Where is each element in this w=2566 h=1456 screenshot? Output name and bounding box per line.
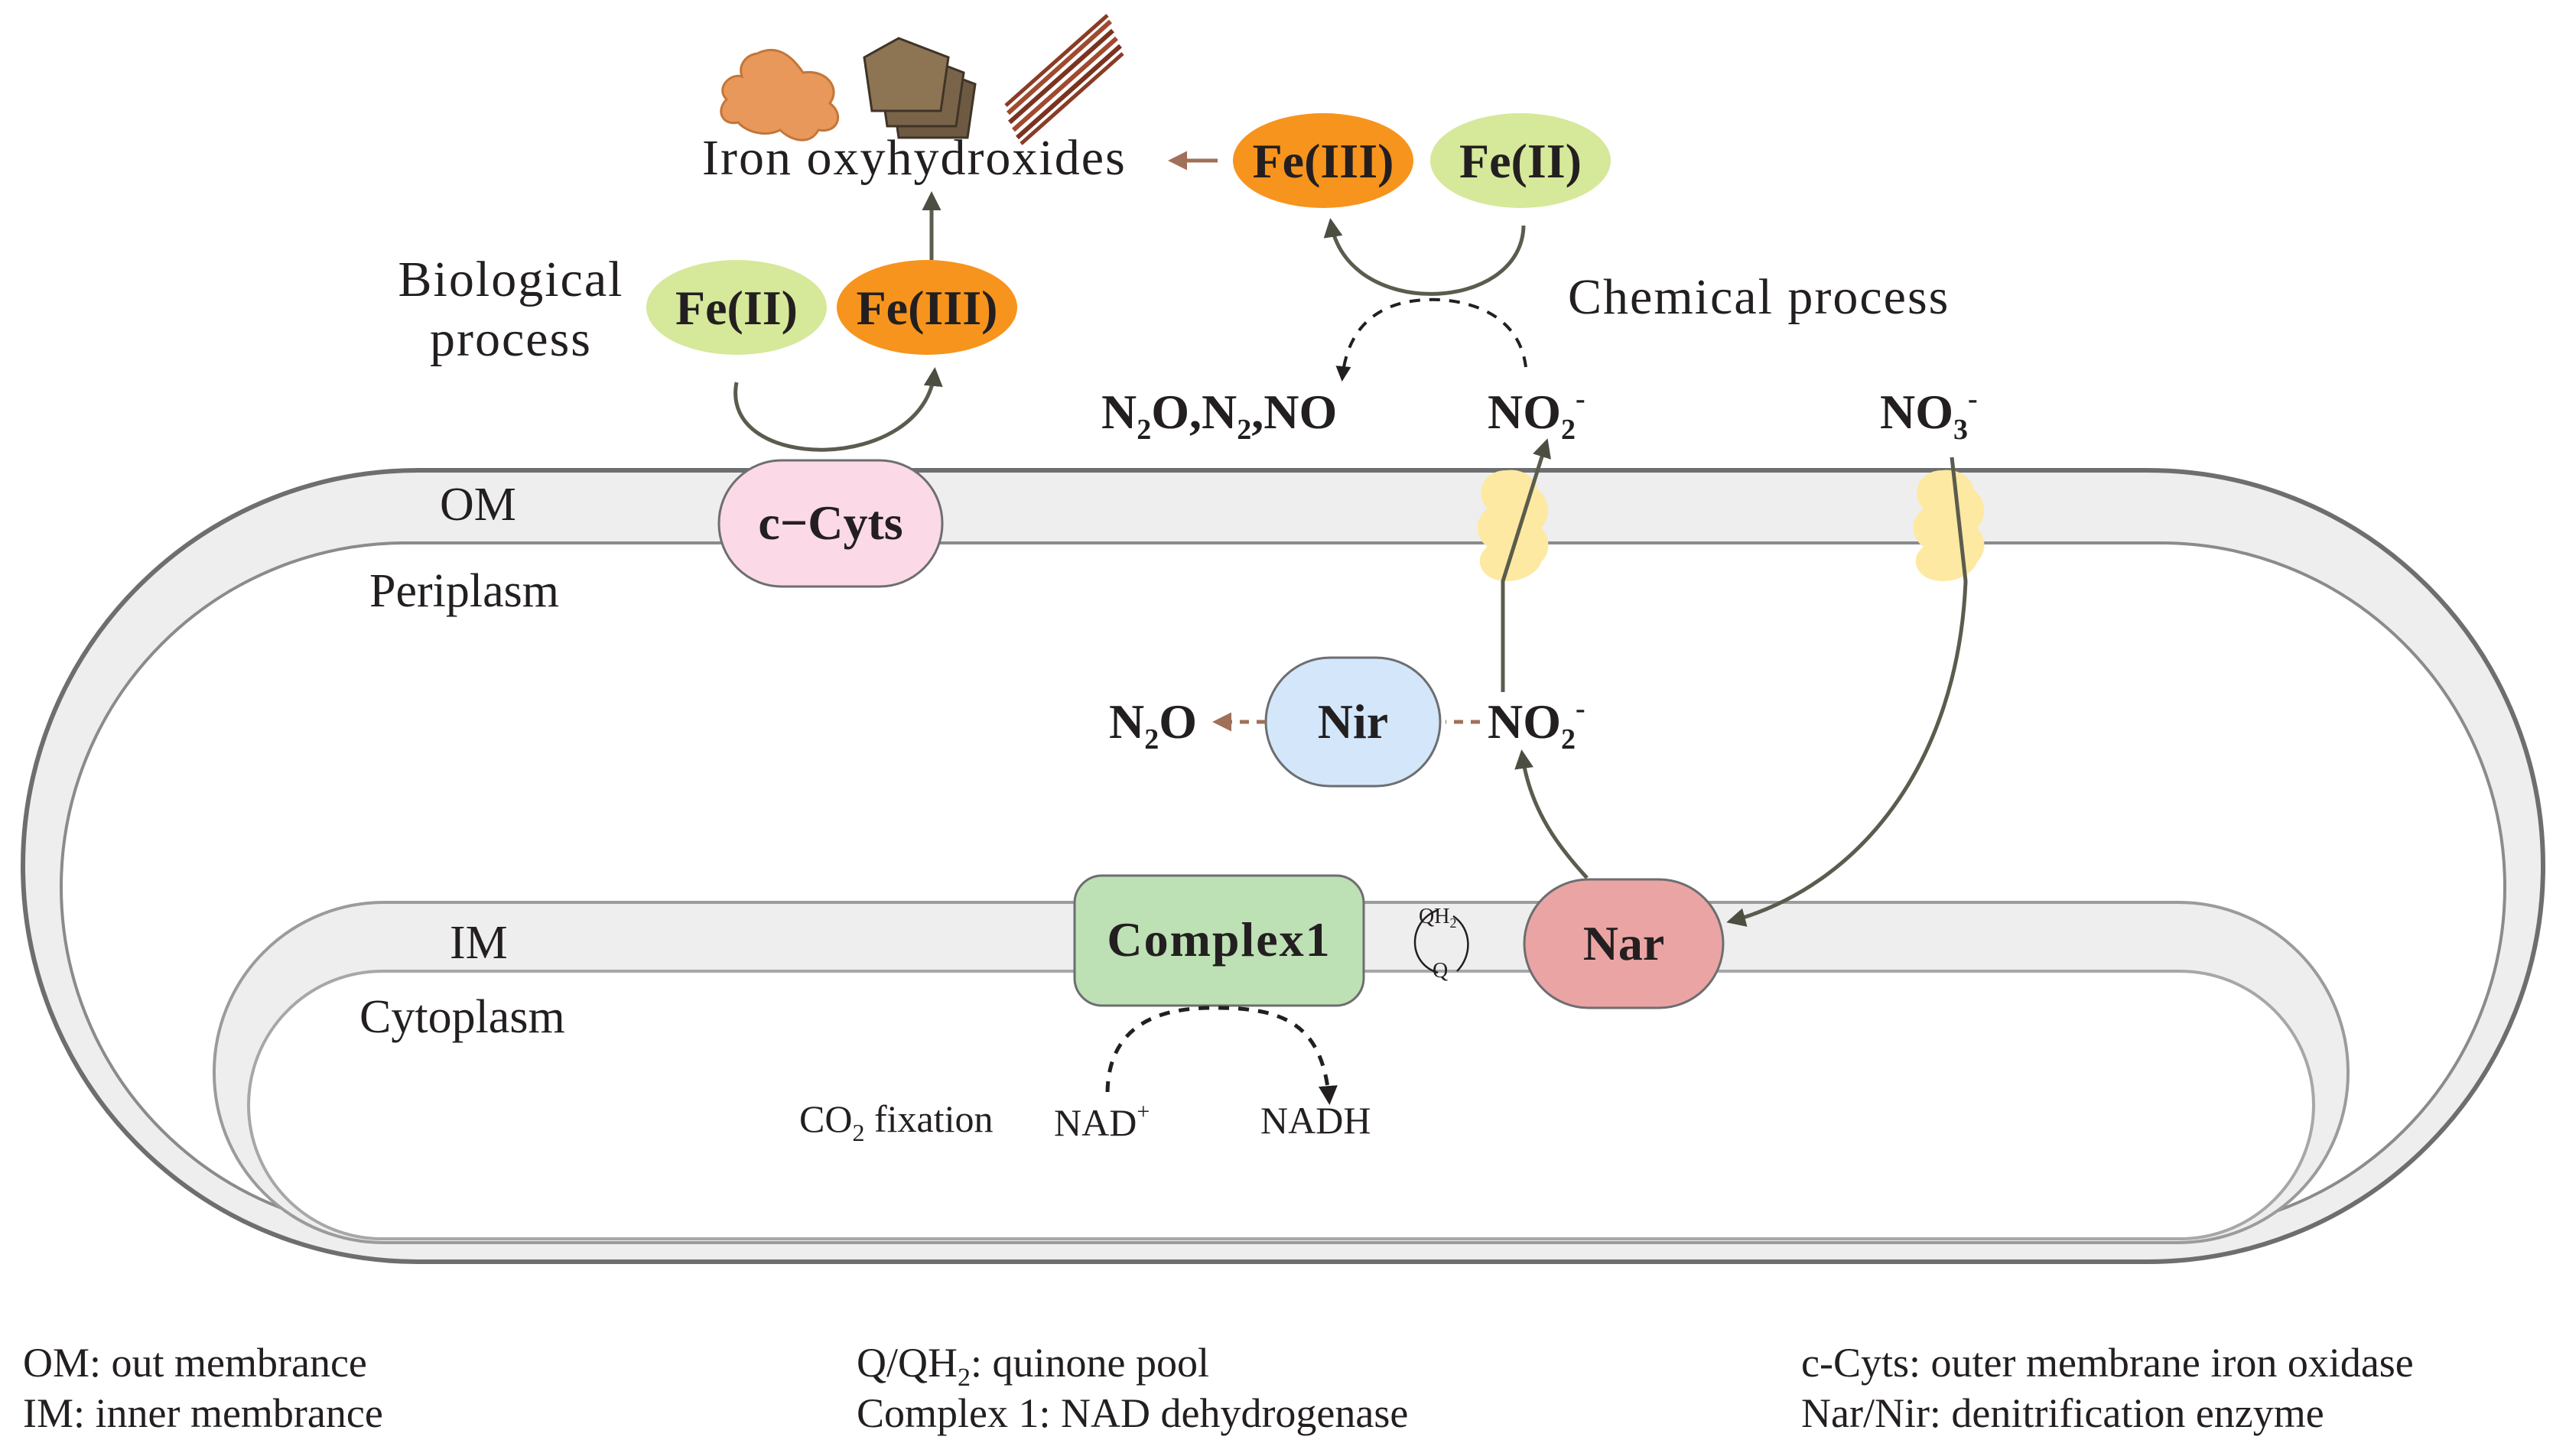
co2-fixation-label: CO2 fixation <box>799 1097 994 1146</box>
c-cyts-enzyme: c−Cyts <box>717 459 944 588</box>
legend-om: OM: out membrance <box>23 1340 367 1386</box>
nad-to-nadh-dashed-arrow <box>1105 1006 1338 1105</box>
bio-fe2-label: Fe(II) <box>675 281 798 335</box>
legend-im: IM: inner membrance <box>23 1390 383 1436</box>
no2-outside-label: NO2- <box>1488 383 1585 446</box>
iron-oxyhydroxides-label: Iron oxyhydroxides <box>702 130 1127 186</box>
om-label: OM <box>440 479 516 531</box>
gas-products-label: N2O,N2,NO <box>1101 385 1337 446</box>
no2-export-arrow <box>1501 438 1551 692</box>
mineral-pentagon-stack-icon <box>863 37 977 139</box>
bio-fe3-label: Fe(III) <box>857 281 998 335</box>
q-label: Q <box>1433 959 1448 983</box>
no3-transporter <box>1913 470 1985 581</box>
quinone-cycle-icon: QH2 Q <box>1413 905 1469 983</box>
mineral-needles-icon <box>1004 14 1124 145</box>
chem-fe2-label: Fe(II) <box>1459 134 1582 188</box>
legend-nar-nir: Nar/Nir: denitrification enzyme <box>1801 1390 2324 1436</box>
no3-outside-label: NO3- <box>1880 383 1978 446</box>
chemical-process-label: Chemical process <box>1568 269 1950 325</box>
legend-c-cyts: c-Cyts: outer membrane iron oxidase <box>1801 1340 2414 1386</box>
bio-fe-oxidation-arrow <box>733 367 943 452</box>
chem-fe3-node: Fe(III) <box>1233 113 1413 208</box>
chem-fe-oxidation-arrow <box>1323 218 1526 296</box>
biological-process-line1: Biological <box>398 252 624 307</box>
c-cyts-label: c−Cyts <box>758 496 902 550</box>
periplasm-label: Periplasm <box>369 565 559 617</box>
bio-fe3-node: Fe(III) <box>837 260 1017 355</box>
nar-label: Nar <box>1583 916 1665 970</box>
cytoplasm-label: Cytoplasm <box>359 991 565 1043</box>
legend: OM: out membrance IM: inner membrance Q/… <box>23 1340 2414 1436</box>
chem-fe3-label: Fe(III) <box>1253 134 1394 188</box>
legend-quinone: Q/QH2: quinone pool <box>857 1340 1209 1392</box>
no2-periplasm-label: NO2- <box>1488 693 1585 756</box>
nir-label: Nir <box>1318 694 1388 749</box>
nadh-label: NADH <box>1260 1099 1371 1142</box>
qh2-label: QH2 <box>1419 905 1456 931</box>
bio-fe2-node: Fe(II) <box>646 260 827 355</box>
nir-enzyme: Nir <box>1264 656 1442 788</box>
inner-membrane <box>213 901 2350 1244</box>
chem-no2-reduction-dashed-arrow <box>1335 297 1527 382</box>
mineral-blob-icon <box>720 48 840 141</box>
complex1-label: Complex1 <box>1107 912 1331 967</box>
no3-import-arrow <box>1726 457 1968 927</box>
nar-enzyme: Nar <box>1523 878 1725 1009</box>
n2o-product-label: N2O <box>1109 694 1197 756</box>
complex1-enzyme: Complex1 <box>1073 874 1365 1007</box>
chem-fe2-node: Fe(II) <box>1430 113 1611 208</box>
im-label: IM <box>450 917 508 969</box>
biological-process-line2: process <box>430 311 592 367</box>
nar-to-no2-arrow <box>1514 749 1589 879</box>
nad-plus-label: NAD+ <box>1054 1099 1150 1144</box>
legend-complex1: Complex 1: NAD dehydrogenase <box>857 1390 1408 1436</box>
